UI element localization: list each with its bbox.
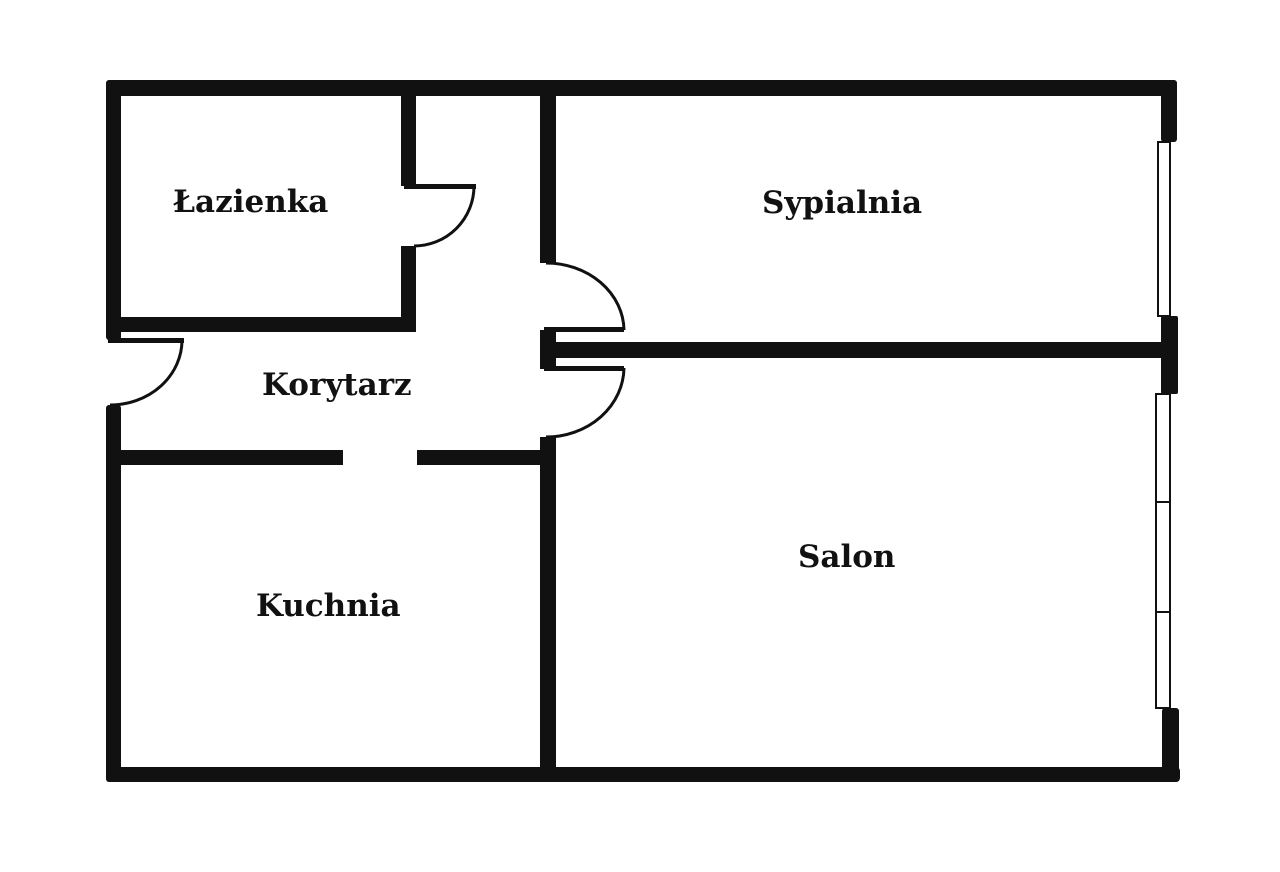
door-living-room xyxy=(544,366,626,439)
doors xyxy=(108,184,626,439)
window-living-room xyxy=(1155,393,1171,709)
windows xyxy=(1155,141,1171,709)
wall-top xyxy=(106,80,1177,96)
room-labels: Łazienka Sypialnia Korytarz Kuchnia Salo… xyxy=(173,184,922,624)
room-label-bedroom: Sypialnia xyxy=(762,185,922,221)
outer-walls xyxy=(106,80,1180,782)
wall-central-top xyxy=(540,80,556,263)
wall-bottom xyxy=(106,767,1180,782)
wall-right-top xyxy=(1161,80,1177,142)
wall-bathroom-right-lower xyxy=(401,246,416,332)
wall-left-lower xyxy=(106,405,121,782)
wall-kitchen-top-right xyxy=(417,450,556,465)
wall-right-bottom xyxy=(1162,708,1179,782)
wall-central-bottom xyxy=(540,437,556,782)
room-label-bathroom: Łazienka xyxy=(173,184,328,220)
room-label-living-room: Salon xyxy=(798,539,895,575)
wall-left-upper xyxy=(106,80,121,340)
room-label-kitchen: Kuchnia xyxy=(256,588,401,624)
room-label-corridor: Korytarz xyxy=(262,367,412,403)
door-bedroom xyxy=(544,261,626,332)
door-entrance xyxy=(108,338,184,407)
wall-bathroom-right-upper xyxy=(401,80,416,186)
door-bathroom xyxy=(404,184,476,248)
wall-bathroom-bottom xyxy=(106,317,416,332)
interior-walls xyxy=(106,80,1178,782)
wall-bedroom-living-divider xyxy=(540,342,1178,358)
wall-kitchen-top-left xyxy=(106,450,343,465)
window-bedroom xyxy=(1157,141,1171,317)
